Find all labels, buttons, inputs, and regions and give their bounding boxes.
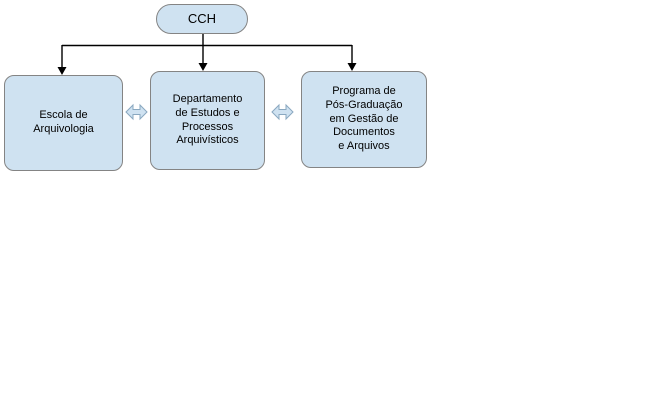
node-escola-label: Escola de Arquivologia xyxy=(33,109,94,135)
node-escola-de-arquivologia: Escola de Arquivologia xyxy=(4,75,123,171)
double-arrow-icon xyxy=(125,103,148,121)
down-arrow-icon xyxy=(57,67,67,75)
node-cch-label: CCH xyxy=(187,10,217,26)
node-programa-pos-graduacao: Programa de Pós-Graduação em Gestão de D… xyxy=(301,71,427,168)
node-programa-label: Programa de Pós-Graduação em Gestão de D… xyxy=(325,85,403,153)
double-arrow-icon xyxy=(271,103,294,121)
node-departamento-estudos: Departamento de Estudos e Processos Arqu… xyxy=(150,71,265,170)
node-cch: CCH xyxy=(156,4,248,34)
down-arrow-icon xyxy=(347,63,357,71)
node-departamento-label: Departamento de Estudos e Processos Arqu… xyxy=(172,93,243,147)
hierarchy-line xyxy=(61,34,353,68)
down-arrow-icon xyxy=(198,63,208,71)
